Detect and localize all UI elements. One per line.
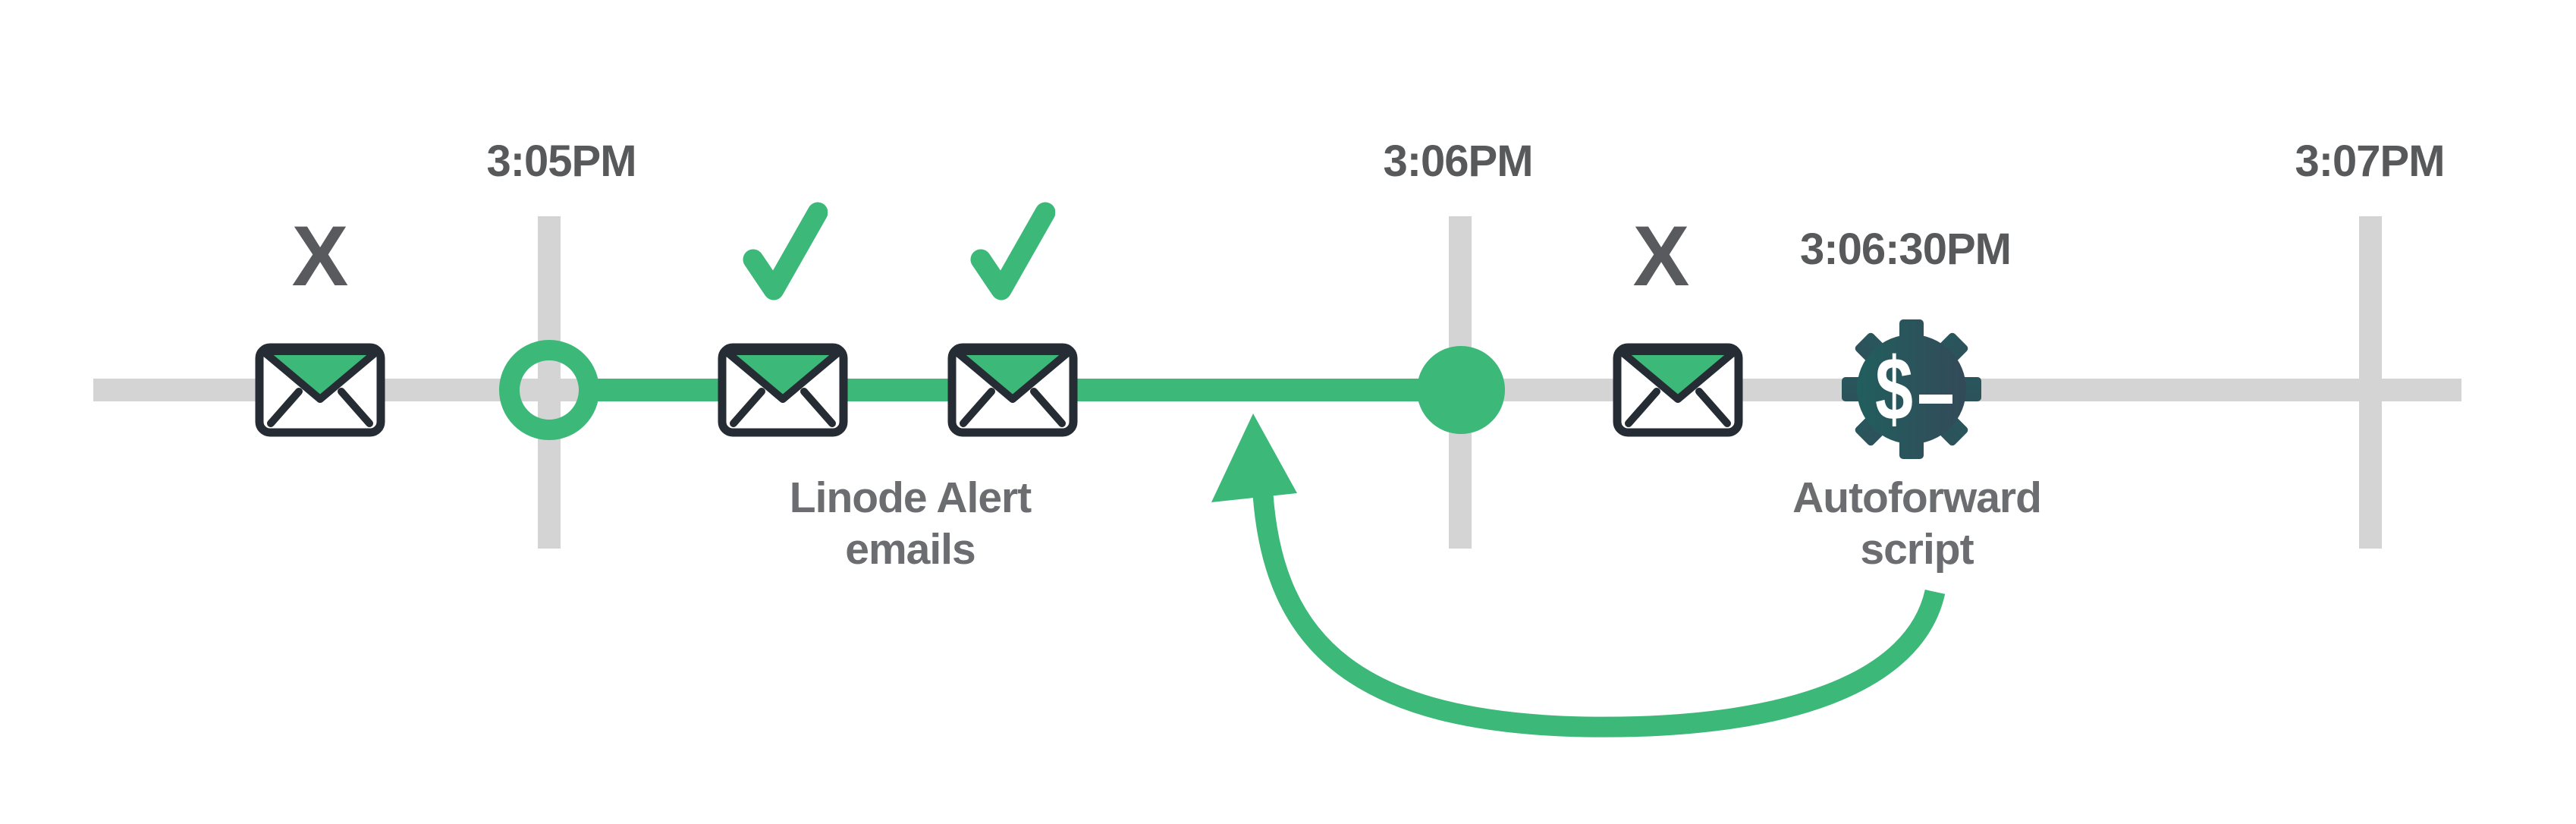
envelope-icon: [255, 343, 385, 437]
envelope-icon: [718, 343, 848, 437]
gear-terminal-icon: $: [1842, 319, 1981, 459]
linode-alert-caption-line1: Linode Alert: [789, 473, 1032, 522]
time-label-3-05: 3:05PM: [486, 137, 636, 186]
checkmark-icon: [743, 202, 828, 300]
autoforward-caption-line1: Autoforward: [1792, 473, 2042, 522]
timeline-filled-node: [1417, 346, 1505, 434]
dollar-prompt: $: [1875, 339, 1913, 439]
autoforward-caption-line2: script: [1860, 525, 1974, 574]
linode-alert-caption-line2: emails: [845, 525, 975, 574]
linode-alert-caption: Linode Alert emails: [743, 472, 1077, 575]
x-mark: X: [291, 209, 349, 303]
time-label-3-07: 3:07PM: [2295, 137, 2445, 186]
time-label-3-06-30: 3:06:30PM: [1800, 225, 2012, 274]
x-mark: X: [1632, 209, 1690, 303]
timeline-open-node: [499, 340, 599, 440]
curved-arrow-icon: [1211, 414, 1946, 738]
checkmark-icon: [970, 202, 1055, 300]
tick-3-07: [2359, 216, 2382, 549]
envelope-icon: [1613, 343, 1743, 437]
autoforward-caption: Autoforward script: [1750, 472, 2084, 575]
envelope-icon: [947, 343, 1078, 437]
time-label-3-06: 3:06PM: [1383, 137, 1533, 186]
prompt-underscore: [1919, 395, 1952, 404]
